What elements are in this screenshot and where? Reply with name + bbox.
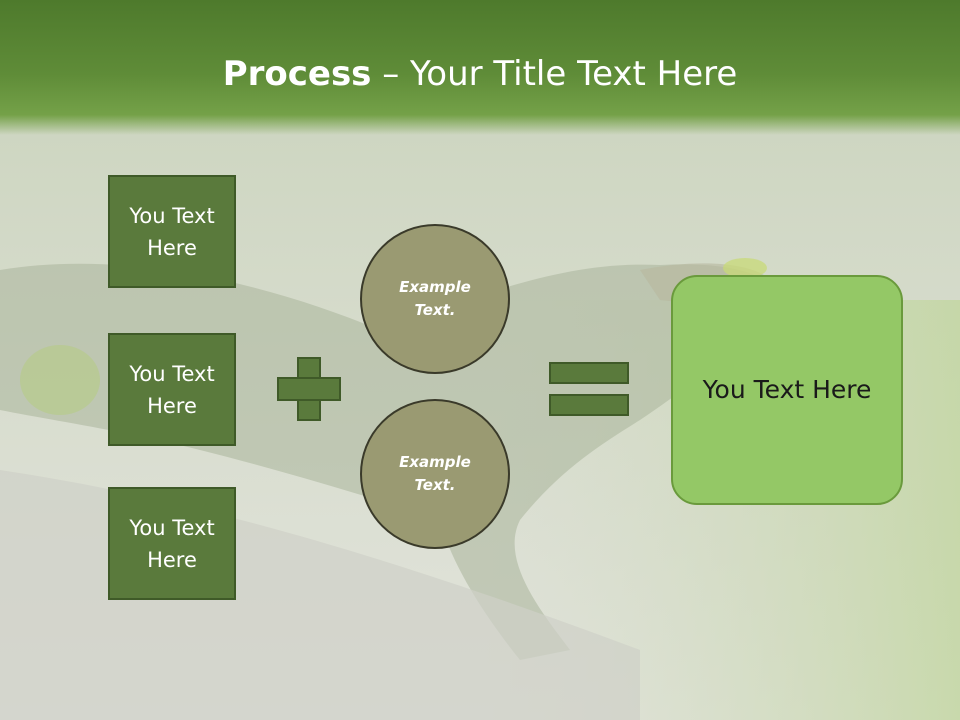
text-box-2-label: You Text Here (129, 361, 215, 418)
plus-center (299, 379, 319, 399)
example-circle-2-label: Example Text. (399, 453, 471, 494)
example-circle-1[interactable]: Example Text. (360, 224, 510, 374)
text-box-1-label: You Text Here (129, 203, 215, 260)
result-box-label: You Text Here (702, 375, 872, 404)
example-circle-2[interactable]: Example Text. (360, 399, 510, 549)
example-circle-1-label: Example Text. (399, 278, 471, 319)
lizard-eye (723, 258, 767, 278)
equals-top-bar (549, 362, 629, 384)
plus-icon (277, 357, 341, 421)
equals-icon (549, 362, 629, 416)
title-rest: – Your Title Text Here (371, 54, 738, 94)
slide-header (0, 0, 960, 135)
text-box-1[interactable]: You Text Here (108, 175, 236, 288)
slide-title: Process – Your Title Text Here (0, 52, 960, 96)
text-box-3[interactable]: You Text Here (108, 487, 236, 600)
equals-bottom-bar (549, 394, 629, 416)
title-bold: Process (222, 54, 372, 94)
text-box-3-label: You Text Here (129, 515, 215, 572)
text-box-2[interactable]: You Text Here (108, 333, 236, 446)
lizard-leg-highlight (20, 345, 100, 415)
result-box[interactable]: You Text Here (671, 275, 903, 505)
